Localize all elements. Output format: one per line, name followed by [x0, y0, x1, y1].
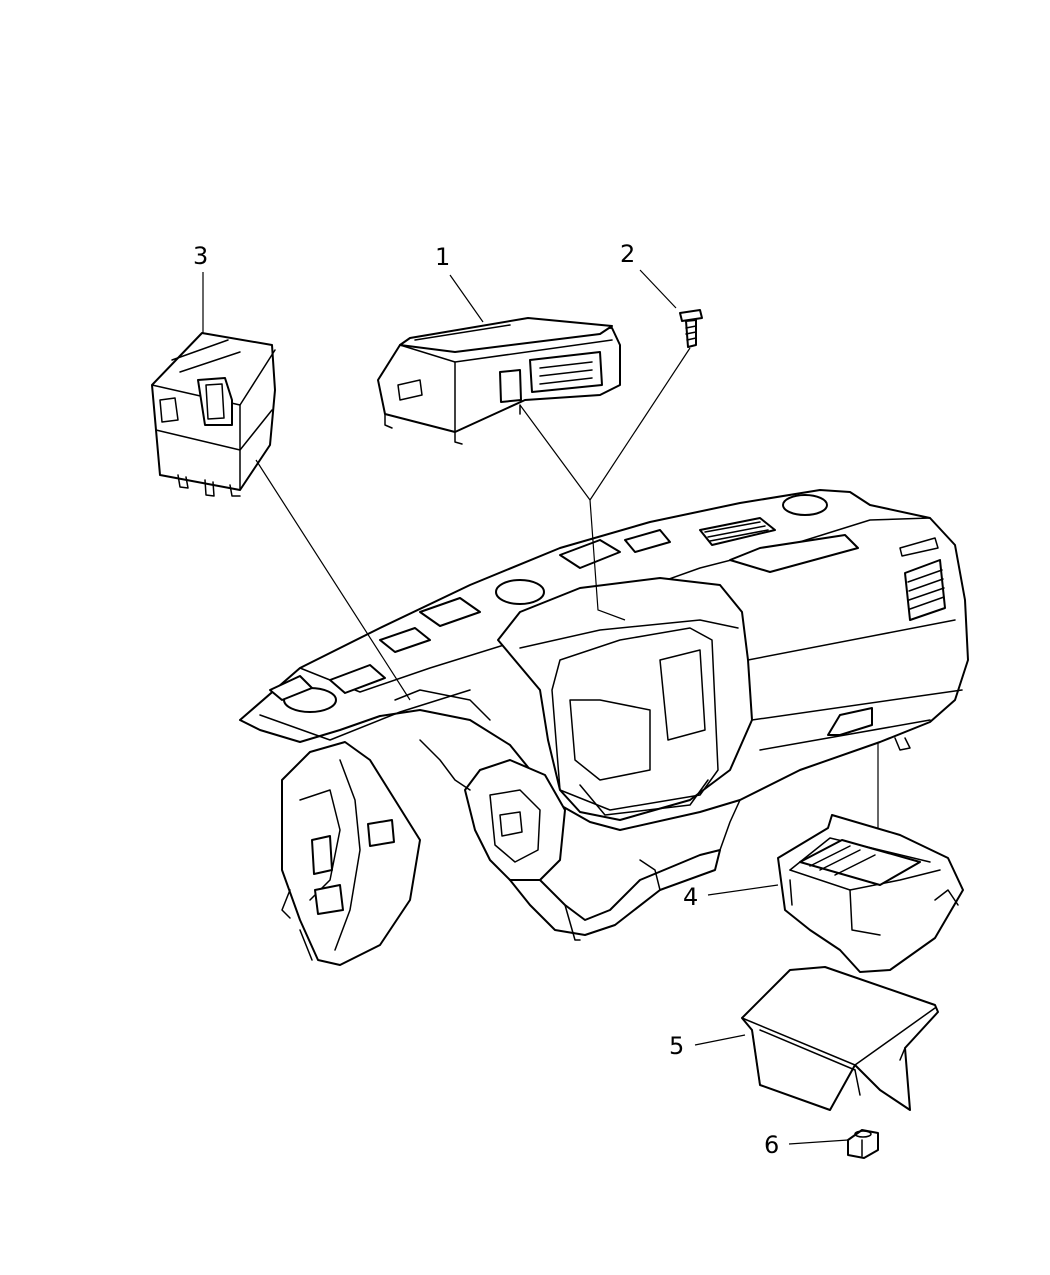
leader-5 — [694, 1034, 746, 1046]
leader-lines — [202, 269, 879, 1145]
leader-4 — [707, 884, 779, 896]
part-1-module — [377, 317, 621, 445]
instrument-panel — [239, 489, 969, 966]
callout-labels: 1 2 3 4 5 6 — [193, 240, 779, 1159]
part-6-nut — [847, 1129, 879, 1159]
part-4-bracket — [777, 814, 964, 973]
callout-2: 2 — [620, 240, 635, 268]
callout-6: 6 — [764, 1131, 779, 1159]
part-2-bolt — [679, 309, 703, 348]
callout-3: 3 — [193, 242, 208, 270]
part-3-module-box — [151, 332, 276, 497]
leader-2 — [639, 269, 677, 309]
install-line-part-3 — [255, 459, 411, 701]
callout-1: 1 — [435, 243, 450, 271]
install-line-part-1 — [519, 404, 626, 621]
callout-4: 4 — [683, 883, 698, 911]
install-line-part-2 — [589, 347, 691, 501]
leader-1 — [449, 274, 484, 323]
part-5-cover — [741, 966, 939, 1111]
leader-6 — [788, 1139, 849, 1145]
callout-5: 5 — [669, 1032, 684, 1060]
